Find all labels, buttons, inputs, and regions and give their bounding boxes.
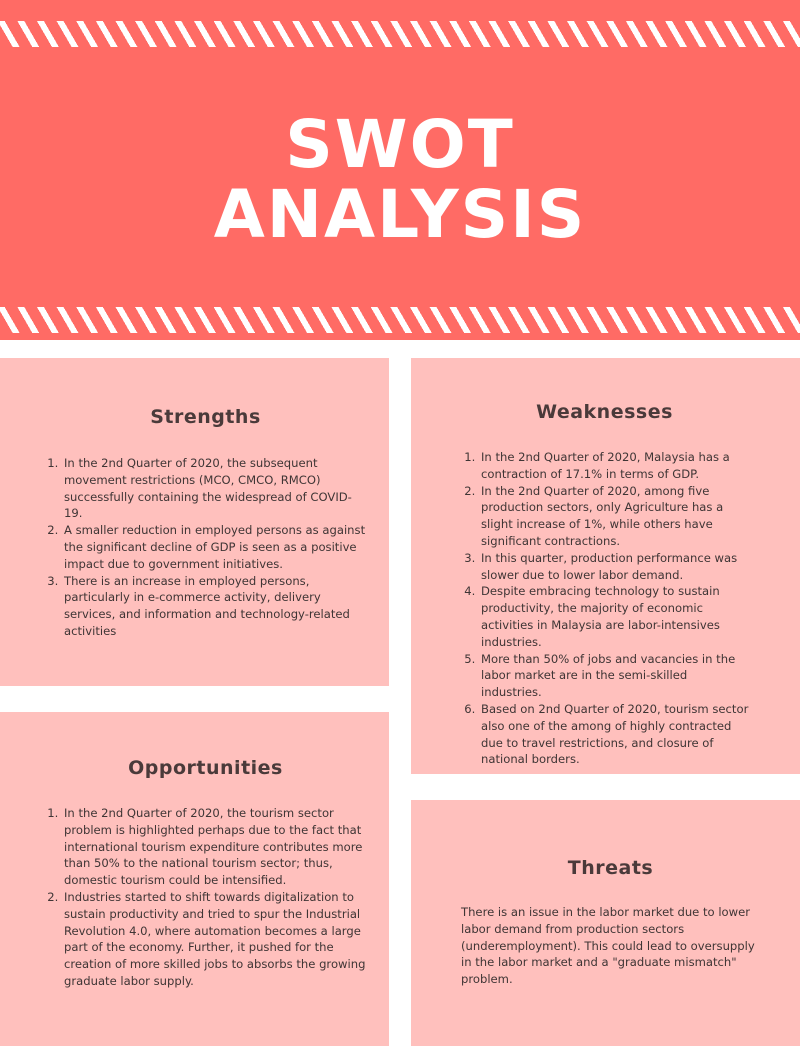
- list-item: In the 2nd Quarter of 2020, Malaysia has…: [479, 449, 750, 483]
- decorative-stripes-bottom: [0, 307, 800, 333]
- title-line-2: ANALYSIS: [213, 176, 587, 253]
- header-banner: SWOT ANALYSIS: [0, 0, 800, 340]
- threats-heading: Threats: [567, 857, 654, 879]
- strengths-list: In the 2nd Quarter of 2020, the subseque…: [42, 455, 369, 640]
- strengths-heading: Strengths: [150, 406, 261, 428]
- list-item: There is an increase in employed persons…: [62, 573, 369, 640]
- list-item: In the 2nd Quarter of 2020, the tourism …: [62, 805, 369, 889]
- decorative-stripes-top: [0, 21, 800, 47]
- list-item: In the 2nd Quarter of 2020, the subseque…: [62, 455, 369, 522]
- title-line-1: SWOT: [285, 106, 515, 183]
- weaknesses-card: Weaknesses In the 2nd Quarter of 2020, M…: [411, 358, 800, 774]
- weaknesses-heading: Weaknesses: [536, 401, 673, 423]
- list-item: Based on 2nd Quarter of 2020, tourism se…: [479, 701, 750, 768]
- list-item: In the 2nd Quarter of 2020, among five p…: [479, 483, 750, 550]
- opportunities-list: In the 2nd Quarter of 2020, the tourism …: [42, 805, 369, 990]
- strengths-card: Strengths In the 2nd Quarter of 2020, th…: [0, 358, 389, 686]
- weaknesses-list: In the 2nd Quarter of 2020, Malaysia has…: [459, 449, 750, 768]
- list-item: Industries started to shift towards digi…: [62, 889, 369, 990]
- list-item: A smaller reduction in employed persons …: [62, 522, 369, 572]
- threats-card: Threats There is an issue in the labor m…: [411, 800, 800, 1046]
- list-item: In this quarter, production performance …: [479, 550, 750, 584]
- list-item: Despite embracing technology to sustain …: [479, 583, 750, 650]
- page-title: SWOT ANALYSIS: [0, 110, 800, 250]
- opportunities-heading: Opportunities: [128, 757, 283, 779]
- threats-text: There is an issue in the labor market du…: [461, 905, 755, 987]
- opportunities-card: Opportunities In the 2nd Quarter of 2020…: [0, 712, 389, 1046]
- list-item: More than 50% of jobs and vacancies in t…: [479, 651, 750, 701]
